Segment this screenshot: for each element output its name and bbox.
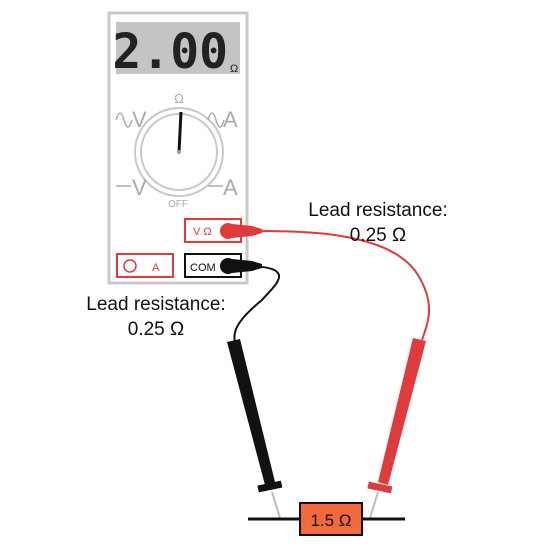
red-plug[interactable] <box>232 224 262 238</box>
red-lead-annotation-line2: 0.25 Ω <box>349 225 407 246</box>
display-value: 2.00 <box>112 24 228 80</box>
red-probe-handle[interactable] <box>378 338 426 485</box>
dial-dc-amps: A <box>223 175 238 200</box>
red-lead-annotation-line1: Lead resistance: <box>308 200 448 221</box>
dial-ohm-label: Ω <box>174 91 184 106</box>
jack-amps-label: A <box>152 262 160 274</box>
black-probe-tip <box>271 491 281 519</box>
black-lead-annotation-line1: Lead resistance: <box>86 294 226 315</box>
red-lead-annotation: Lead resistance: 0.25 Ω <box>290 198 466 248</box>
black-lead-annotation: Lead resistance: 0.25 Ω <box>68 292 244 342</box>
red-lead-wire <box>244 229 431 341</box>
ac-wave-icon <box>115 112 133 128</box>
meter-display <box>116 22 240 74</box>
resistor-body <box>299 502 363 536</box>
black-plug-tip <box>220 258 236 274</box>
dial-pointer <box>177 111 183 153</box>
black-probe-handle[interactable] <box>227 339 275 485</box>
red-plug-tip <box>220 223 236 239</box>
dial-center <box>177 150 181 154</box>
dial-ac-amps: A <box>223 107 238 132</box>
resistor-label: 1.5 Ω <box>310 511 351 530</box>
red-probe-guard <box>367 481 393 494</box>
black-probe-guard <box>257 480 283 493</box>
dial-dc-volts: V <box>132 175 147 200</box>
black-plug[interactable] <box>232 259 262 273</box>
jack-amps-socket <box>123 259 137 273</box>
dial-ac-volts: V <box>132 107 147 132</box>
jack-com-label: COM <box>190 262 216 274</box>
red-probe-tip <box>369 491 379 519</box>
display-unit: Ω <box>230 63 238 75</box>
black-lead-annotation-line2: 0.25 Ω <box>127 319 185 340</box>
ac-wave-icon <box>207 112 225 128</box>
black-lead-wire <box>233 265 281 343</box>
dial-off-label: OFF <box>168 199 188 210</box>
jack-vohm-label: V Ω <box>193 226 212 238</box>
